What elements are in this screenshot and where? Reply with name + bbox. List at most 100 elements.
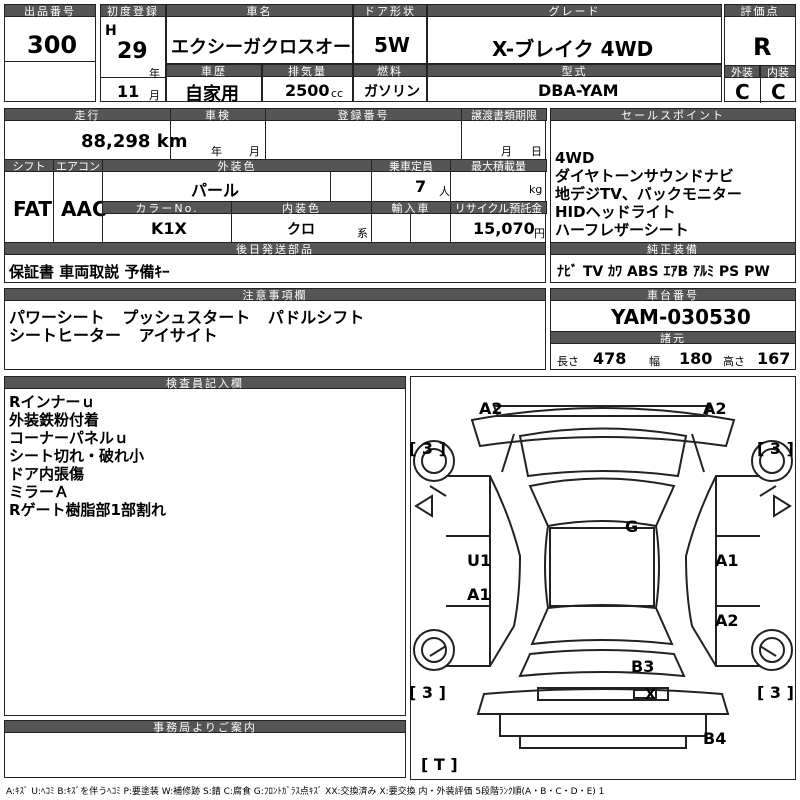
v-line-6 <box>330 172 331 202</box>
sales-point-item: HIDヘッドライト <box>555 203 676 221</box>
score-value: R <box>753 33 772 61</box>
capacity-unit: 人 <box>439 185 450 198</box>
notes-box: 注意事項欄 パワーシート プッシュスタート パドルシフト シートヒーター アイサ… <box>4 288 546 370</box>
equipment-item: ｱﾙﾐ <box>693 264 715 280</box>
chassis-box: 車台番号 YAM-030530 諸元 長さ 478 幅 180 高さ 167 <box>550 288 796 370</box>
width-value: 180 <box>679 349 713 368</box>
inspector-line: シート切れ・破れ小 <box>9 447 145 465</box>
history-label: 車歴 <box>166 64 262 78</box>
mark-a2-front-right: A2 <box>703 399 727 418</box>
inspector-line: Rゲート樹脂部1部割れ <box>9 501 166 519</box>
v-line-9 <box>231 201 232 243</box>
notes-label: 注意事項欄 <box>4 288 546 302</box>
first-reg-label: 初度登録 <box>100 4 166 18</box>
mark-g: G <box>625 517 639 536</box>
load-label: 最大積載量 <box>450 159 547 173</box>
sales-points-label: セールスポイント <box>550 108 796 122</box>
info-grid: 走行 88,298 km 車検 年 月 登録番号 譲渡書類期限 月 日 シフト … <box>4 108 547 283</box>
recycle-value: 15,070 <box>473 219 535 238</box>
inspector-line: ドア内張傷 <box>9 465 85 483</box>
equipment-item: PS <box>718 264 740 280</box>
era: H <box>105 23 117 39</box>
displacement-box: 排気量 2500 cc <box>262 64 353 102</box>
mark-a2-right: A2 <box>715 611 739 630</box>
fuel-value: ガソリン <box>364 84 420 100</box>
mileage-value: 88,298 km <box>81 131 188 152</box>
displacement-unit: cc <box>331 87 344 100</box>
equipment-item: ﾅﾋﾞ <box>557 264 578 280</box>
spec-label: 諸元 <box>550 331 796 345</box>
import-label: 輸入車 <box>371 201 451 215</box>
transfer-day: 日 <box>531 145 542 158</box>
inspector-label: 検査員記入欄 <box>4 376 406 390</box>
capacity-label: 乗車定員 <box>371 159 451 173</box>
mark-3-rear-left: [ 3 ] <box>409 683 446 702</box>
insp-year-unit: 年 <box>211 145 222 158</box>
ext-int-divider <box>760 65 761 103</box>
shift-label: シフト <box>4 159 54 173</box>
lot-box: 出品番号 300 <box>4 4 96 102</box>
model-label: 型式 <box>427 64 722 78</box>
year-unit: 年 <box>149 67 160 80</box>
sales-points-box: セールスポイント 4WD ダイヤトーンサウンドナビ 地デジTV、バックモニター … <box>550 108 796 283</box>
ac-label: エアコン <box>53 159 103 173</box>
sales-points-list: 4WD ダイヤトーンサウンドナビ 地デジTV、バックモニター HIDヘッドライト… <box>555 149 742 239</box>
chassis-value: YAM-030530 <box>611 305 751 329</box>
reg-year: 29 <box>117 39 148 64</box>
mark-3-front-left: [ 3 ] <box>409 439 446 458</box>
grade-label: グレード <box>427 4 722 18</box>
color-value: パール <box>191 181 240 200</box>
mark-a1-right: A1 <box>715 551 739 570</box>
door-label: ドア形状 <box>353 4 427 18</box>
after-parts-text: 保証書 車両取説 予備ｷｰ <box>9 263 170 281</box>
transfer-label: 譲渡書類期限 <box>461 108 547 122</box>
height-value: 167 <box>757 349 791 368</box>
mark-a1-left: A1 <box>467 585 491 604</box>
width-label: 幅 <box>649 355 660 368</box>
equipment-label: 純正装備 <box>550 242 796 256</box>
transfer-month: 月 <box>501 145 512 158</box>
exterior-value: C <box>735 80 750 104</box>
mark-u1: U1 <box>467 551 492 570</box>
int-color-label: 内装色 <box>231 201 372 215</box>
color-no-label: カラーNo. <box>102 201 232 215</box>
score-box: 評価点 R 外装 内装 C C <box>724 4 796 104</box>
office-box: 事務局よりご案内 <box>4 720 406 778</box>
reg-month: 11 <box>117 82 140 101</box>
after-parts-label: 後日発送部品 <box>4 242 546 256</box>
sales-point-item: 地デジTV、バックモニター <box>555 185 742 203</box>
v-line-10 <box>410 214 411 243</box>
notes-lines: パワーシート プッシュスタート パドルシフト シートヒーター アイサイト <box>9 309 364 345</box>
interior-value: C <box>771 80 786 104</box>
car-name: エクシーガクロスオーバー7 <box>171 37 400 58</box>
int-color-value: クロ <box>287 222 315 238</box>
office-label: 事務局よりご案内 <box>4 720 406 734</box>
length-label: 長さ <box>557 355 579 368</box>
lot-divider <box>4 61 96 62</box>
interior-label: 内装 <box>760 65 796 79</box>
exterior-label: 外装 <box>724 65 760 79</box>
load-unit: kg <box>529 183 543 196</box>
month-unit: 月 <box>149 89 160 102</box>
int-color-unit: 系 <box>357 227 368 240</box>
inspector-lines: Rインナーｕ 外装鉄粉付着 コーナーパネルｕ シート切れ・破れ小 ドア内張傷 ミ… <box>9 393 166 519</box>
length-value: 478 <box>593 349 627 368</box>
score-label: 評価点 <box>724 4 796 18</box>
model-value: DBA-YAM <box>538 81 619 100</box>
car-name-label: 車名 <box>166 4 353 18</box>
displacement-label: 排気量 <box>262 64 353 78</box>
inspector-line: ミラーＡ <box>9 483 70 501</box>
sales-point-item: ハーフレザーシート <box>555 221 689 239</box>
mark-x: X <box>645 687 656 703</box>
model-box: 型式 DBA-YAM <box>427 64 722 102</box>
damage-diagram: A2 A2 [ 3 ] [ 3 ] G U1 A1 A1 A2 B3 X [ 3… <box>409 376 796 780</box>
v-line-1 <box>170 108 171 160</box>
v-line-4 <box>53 159 54 243</box>
lot-number: 300 <box>27 31 78 59</box>
fuel-box: 燃料 ガソリン <box>353 64 427 102</box>
reg-divider <box>100 77 166 78</box>
mileage-label: 走行 <box>4 108 171 122</box>
mark-3-front-right: [ 3 ] <box>757 439 794 458</box>
ac-value: AAC <box>61 197 107 221</box>
v-line-2 <box>265 108 266 160</box>
